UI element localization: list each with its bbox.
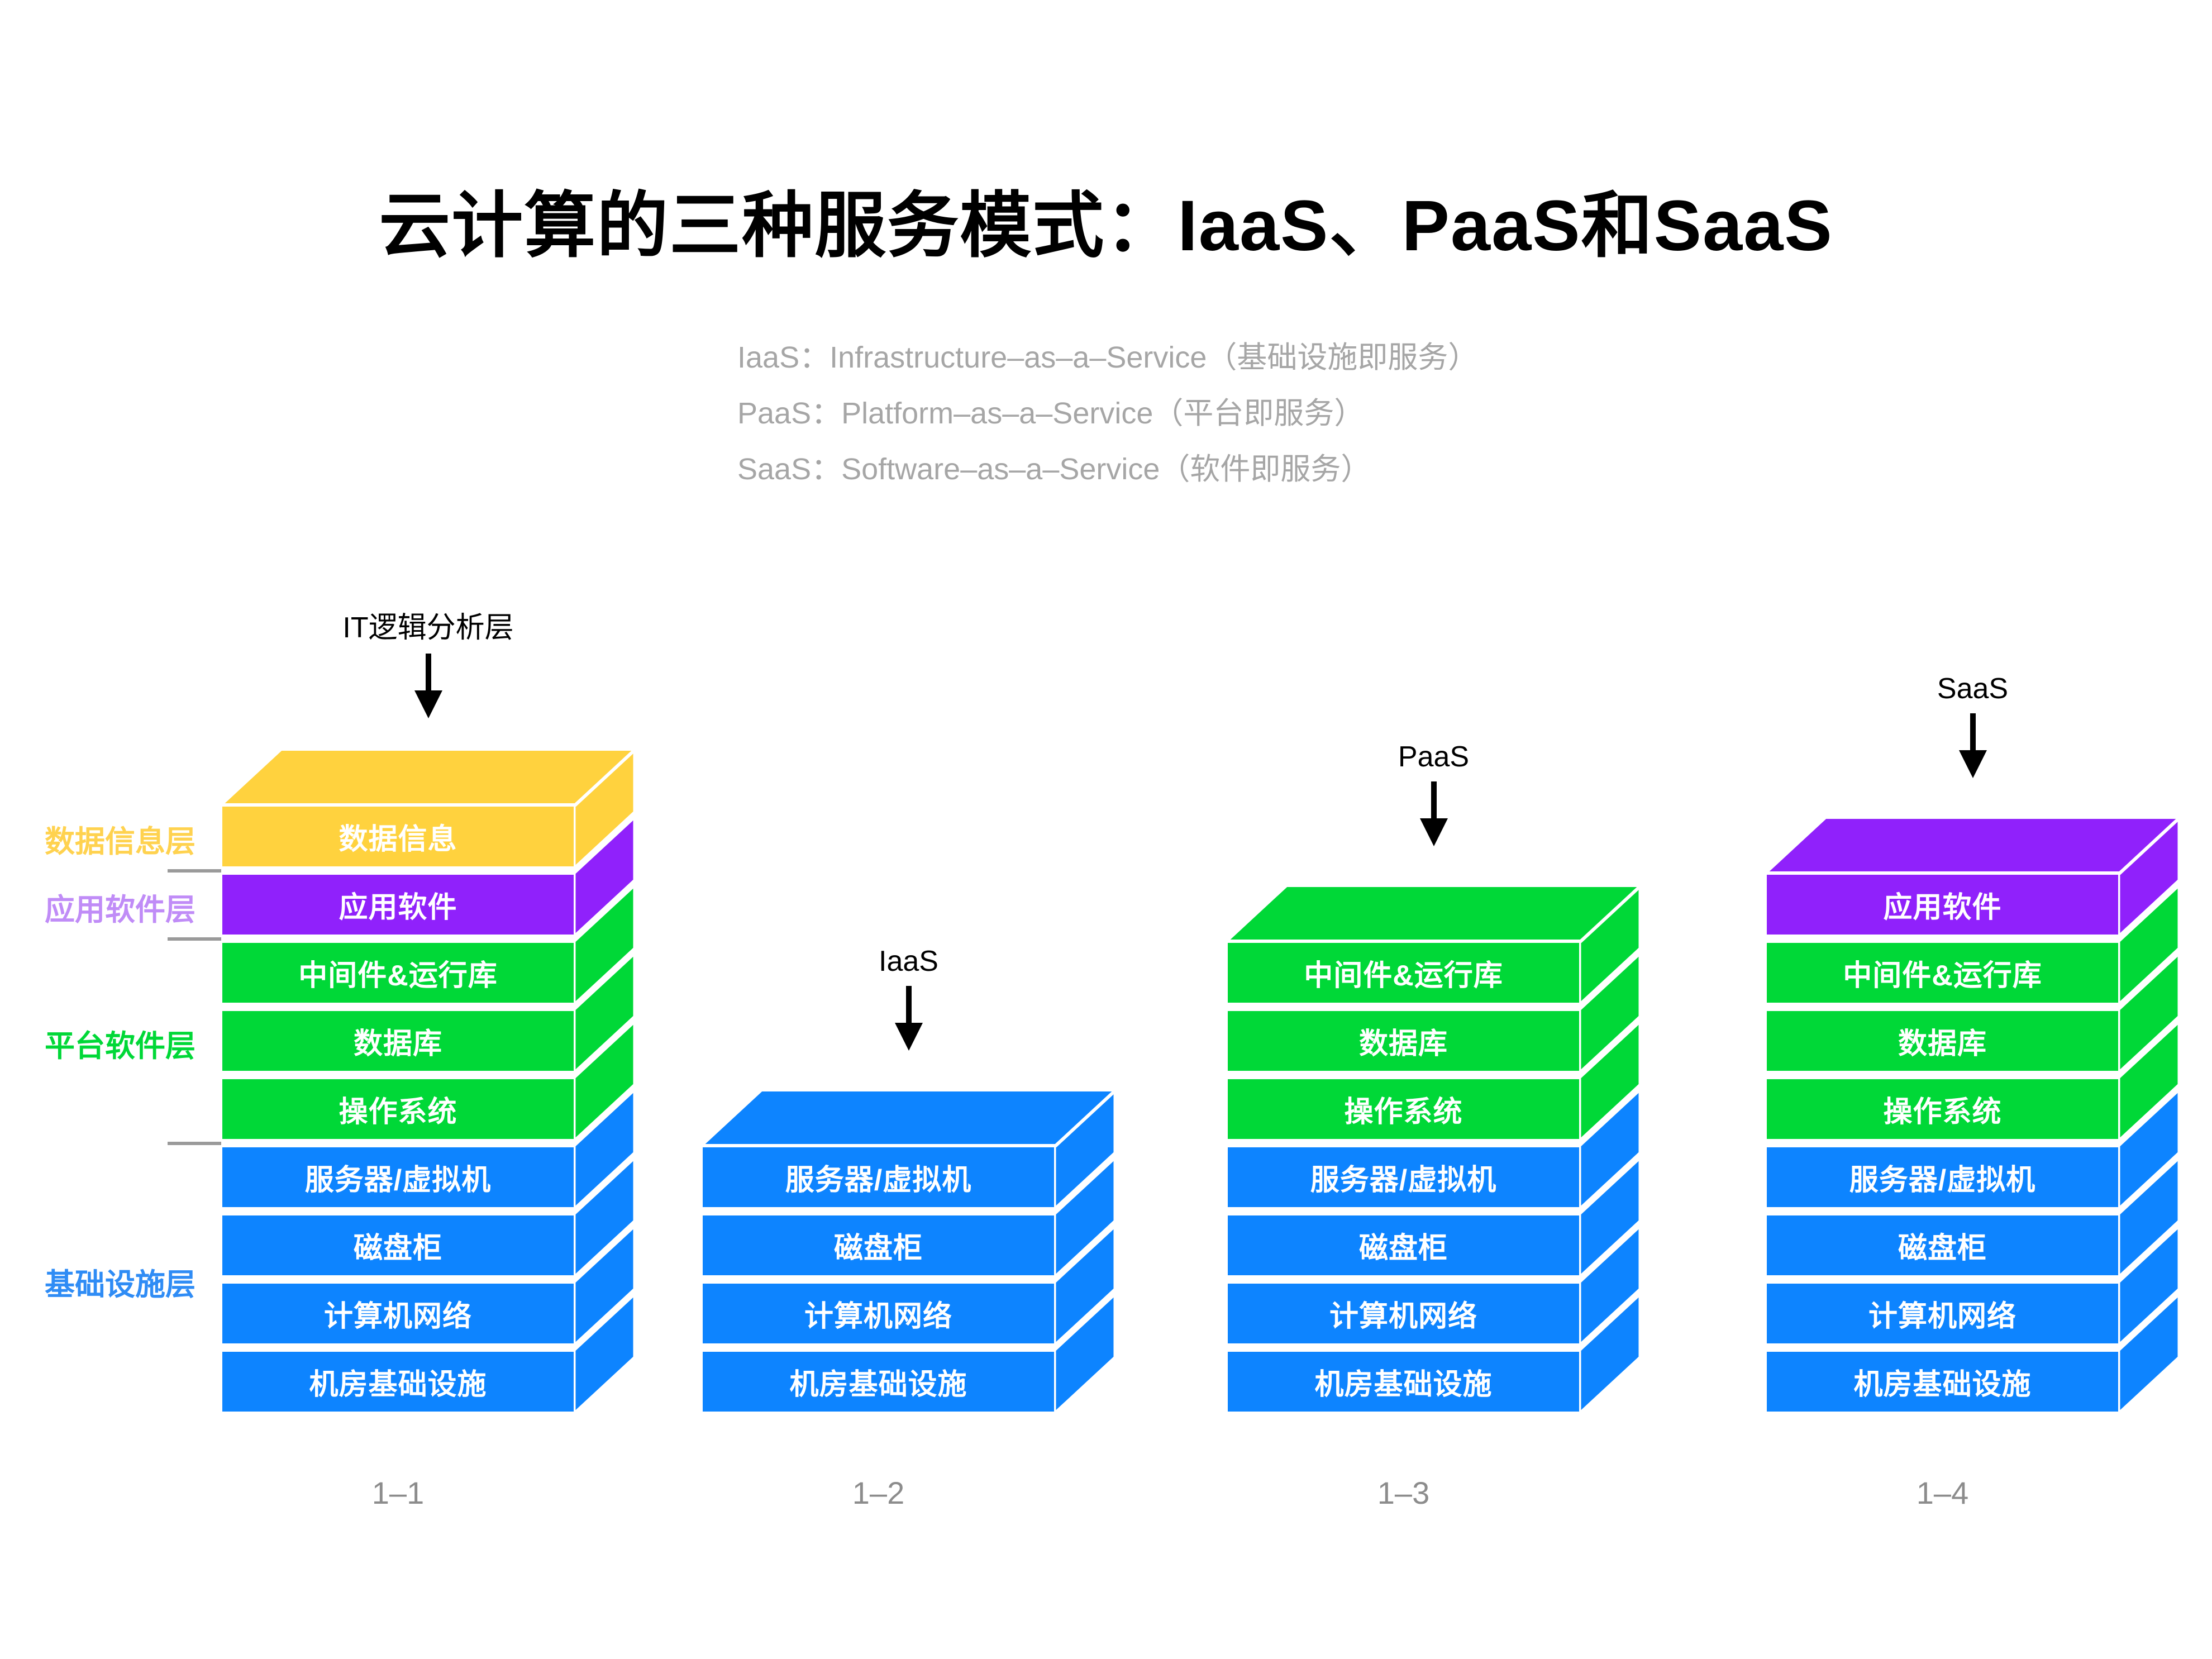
stack-layer[interactable]: 操作系统 bbox=[1765, 1078, 2120, 1141]
stack-layer-label: 磁盘柜 bbox=[701, 1214, 1056, 1277]
subtitle-line-paas: PaaS：Platform–as–a–Service（平台即服务） bbox=[737, 397, 1365, 430]
stack-caption: 1–2 bbox=[852, 1475, 905, 1510]
stack-layer-label: 数据信息 bbox=[221, 805, 575, 868]
down-arrow-icon bbox=[894, 986, 923, 1051]
legend-divider-line-1 bbox=[168, 937, 221, 941]
stack-layer-label: 应用软件 bbox=[1765, 873, 2120, 936]
legend-label-0: 数据信息层 bbox=[45, 824, 196, 859]
stack-layer[interactable]: 操作系统 bbox=[221, 1078, 575, 1141]
stack-layer[interactable]: 机房基础设施 bbox=[701, 1350, 1056, 1413]
stack-layer-label: 计算机网络 bbox=[701, 1282, 1056, 1345]
annotation-label: IT逻辑分析层 bbox=[342, 612, 514, 644]
legend-label-3: 基础设施层 bbox=[45, 1267, 196, 1302]
stack-top-cap bbox=[1222, 884, 1646, 943]
stack-layer-label: 操作系统 bbox=[221, 1078, 575, 1141]
annotation-label: PaaS bbox=[1398, 741, 1470, 773]
stack-layer[interactable]: 中间件&运行库 bbox=[1226, 941, 1581, 1004]
stack-top-cap bbox=[697, 1088, 1121, 1147]
stack-layer[interactable]: 服务器/虚拟机 bbox=[1765, 1146, 2120, 1209]
stack-layer[interactable]: 应用软件 bbox=[1765, 873, 2120, 936]
stack-layer-label: 数据库 bbox=[1765, 1009, 2120, 1072]
stack-layer[interactable]: 机房基础设施 bbox=[1226, 1350, 1581, 1413]
annotation-paas: PaaS bbox=[1256, 740, 1611, 847]
stack-layer[interactable]: 计算机网络 bbox=[221, 1282, 575, 1345]
stack-layer-label: 操作系统 bbox=[1765, 1078, 2120, 1141]
annotation-it-logic: IT逻辑分析层 bbox=[251, 604, 606, 719]
stack-layer-label: 服务器/虚拟机 bbox=[1765, 1146, 2120, 1209]
stack-layer-label: 机房基础设施 bbox=[1765, 1350, 2120, 1413]
stack-layer-label: 操作系统 bbox=[1226, 1078, 1581, 1141]
stack-layer-label: 计算机网络 bbox=[221, 1282, 575, 1345]
stack-caption: 1–3 bbox=[1377, 1475, 1430, 1510]
annotation-saas: SaaS bbox=[1795, 672, 2150, 779]
stack-layer-label: 数据库 bbox=[1226, 1009, 1581, 1072]
stack-layer[interactable]: 数据信息 bbox=[221, 805, 575, 868]
stack-layer[interactable]: 数据库 bbox=[221, 1009, 575, 1072]
stack-layer-label: 计算机网络 bbox=[1226, 1282, 1581, 1345]
stack-layer[interactable]: 机房基础设施 bbox=[1765, 1350, 2120, 1413]
down-arrow-icon bbox=[414, 654, 442, 718]
stack-layer[interactable]: 中间件&运行库 bbox=[221, 941, 575, 1004]
stack-layer-label: 磁盘柜 bbox=[1765, 1214, 2120, 1277]
stack-caption: 1–1 bbox=[371, 1475, 425, 1510]
stack-layer-label: 磁盘柜 bbox=[221, 1214, 575, 1277]
stack-layer-label: 数据库 bbox=[221, 1009, 575, 1072]
stack-layer-label: 机房基础设施 bbox=[1226, 1350, 1581, 1413]
down-arrow-icon bbox=[1419, 781, 1448, 846]
stack-layer-label: 服务器/虚拟机 bbox=[701, 1146, 1056, 1209]
legend-divider-line-2 bbox=[168, 1141, 221, 1145]
stack-layer[interactable]: 计算机网络 bbox=[1765, 1282, 2120, 1345]
stack-layer-label: 磁盘柜 bbox=[1226, 1214, 1581, 1277]
stack-top-cap bbox=[1761, 816, 2185, 875]
stack-layer[interactable]: 数据库 bbox=[1765, 1009, 2120, 1072]
stack-layer[interactable]: 磁盘柜 bbox=[1226, 1214, 1581, 1277]
stack-layer[interactable]: 应用软件 bbox=[221, 873, 575, 936]
subtitle-line-saas: SaaS：Software–as–a–Service（软件即服务） bbox=[737, 452, 1371, 486]
subtitle-block: IaaS：Infrastructure–as–a–Service（基础设施即服务… bbox=[737, 330, 1478, 497]
annotation-label: IaaS bbox=[879, 945, 938, 978]
annotation-iaas: IaaS bbox=[731, 945, 1086, 1052]
stack-layer[interactable]: 数据库 bbox=[1226, 1009, 1581, 1072]
stack-layer-label: 中间件&运行库 bbox=[1226, 941, 1581, 1004]
stack-layer-label: 机房基础设施 bbox=[221, 1350, 575, 1413]
stack-caption: 1–4 bbox=[1916, 1475, 1969, 1510]
stack-layer-label: 机房基础设施 bbox=[701, 1350, 1056, 1413]
stack-layer[interactable]: 计算机网络 bbox=[701, 1282, 1056, 1345]
stack-layer[interactable]: 服务器/虚拟机 bbox=[221, 1146, 575, 1209]
page-title: 云计算的三种服务模式：IaaS、PaaS和SaaS bbox=[379, 186, 1833, 266]
stack-layer[interactable]: 磁盘柜 bbox=[1765, 1214, 2120, 1277]
stack-layer-label: 服务器/虚拟机 bbox=[1226, 1146, 1581, 1209]
stack-layer[interactable]: 磁盘柜 bbox=[221, 1214, 575, 1277]
down-arrow-icon bbox=[1958, 713, 1987, 778]
stack-layer-label: 中间件&运行库 bbox=[1765, 941, 2120, 1004]
stack-layer-label: 计算机网络 bbox=[1765, 1282, 2120, 1345]
legend-label-2: 平台软件层 bbox=[45, 1029, 196, 1063]
stack-layer[interactable]: 机房基础设施 bbox=[221, 1350, 575, 1413]
stack-layer[interactable]: 操作系统 bbox=[1226, 1078, 1581, 1141]
legend-label-1: 应用软件层 bbox=[45, 893, 196, 927]
stack-layer-label: 中间件&运行库 bbox=[221, 941, 575, 1004]
legend-divider-line-0 bbox=[168, 869, 221, 873]
stack-layer[interactable]: 中间件&运行库 bbox=[1765, 941, 2120, 1004]
subtitle-line-iaas: IaaS：Infrastructure–as–a–Service（基础设施即服务… bbox=[737, 341, 1479, 374]
stack-layer[interactable]: 磁盘柜 bbox=[701, 1214, 1056, 1277]
annotation-label: SaaS bbox=[1937, 673, 2009, 705]
stack-layer[interactable]: 服务器/虚拟机 bbox=[1226, 1146, 1581, 1209]
stack-top-cap bbox=[216, 747, 640, 807]
stack-layer[interactable]: 服务器/虚拟机 bbox=[701, 1146, 1056, 1209]
stack-layer-label: 应用软件 bbox=[221, 873, 575, 936]
stack-layer-label: 服务器/虚拟机 bbox=[221, 1146, 575, 1209]
stack-layer[interactable]: 计算机网络 bbox=[1226, 1282, 1581, 1345]
